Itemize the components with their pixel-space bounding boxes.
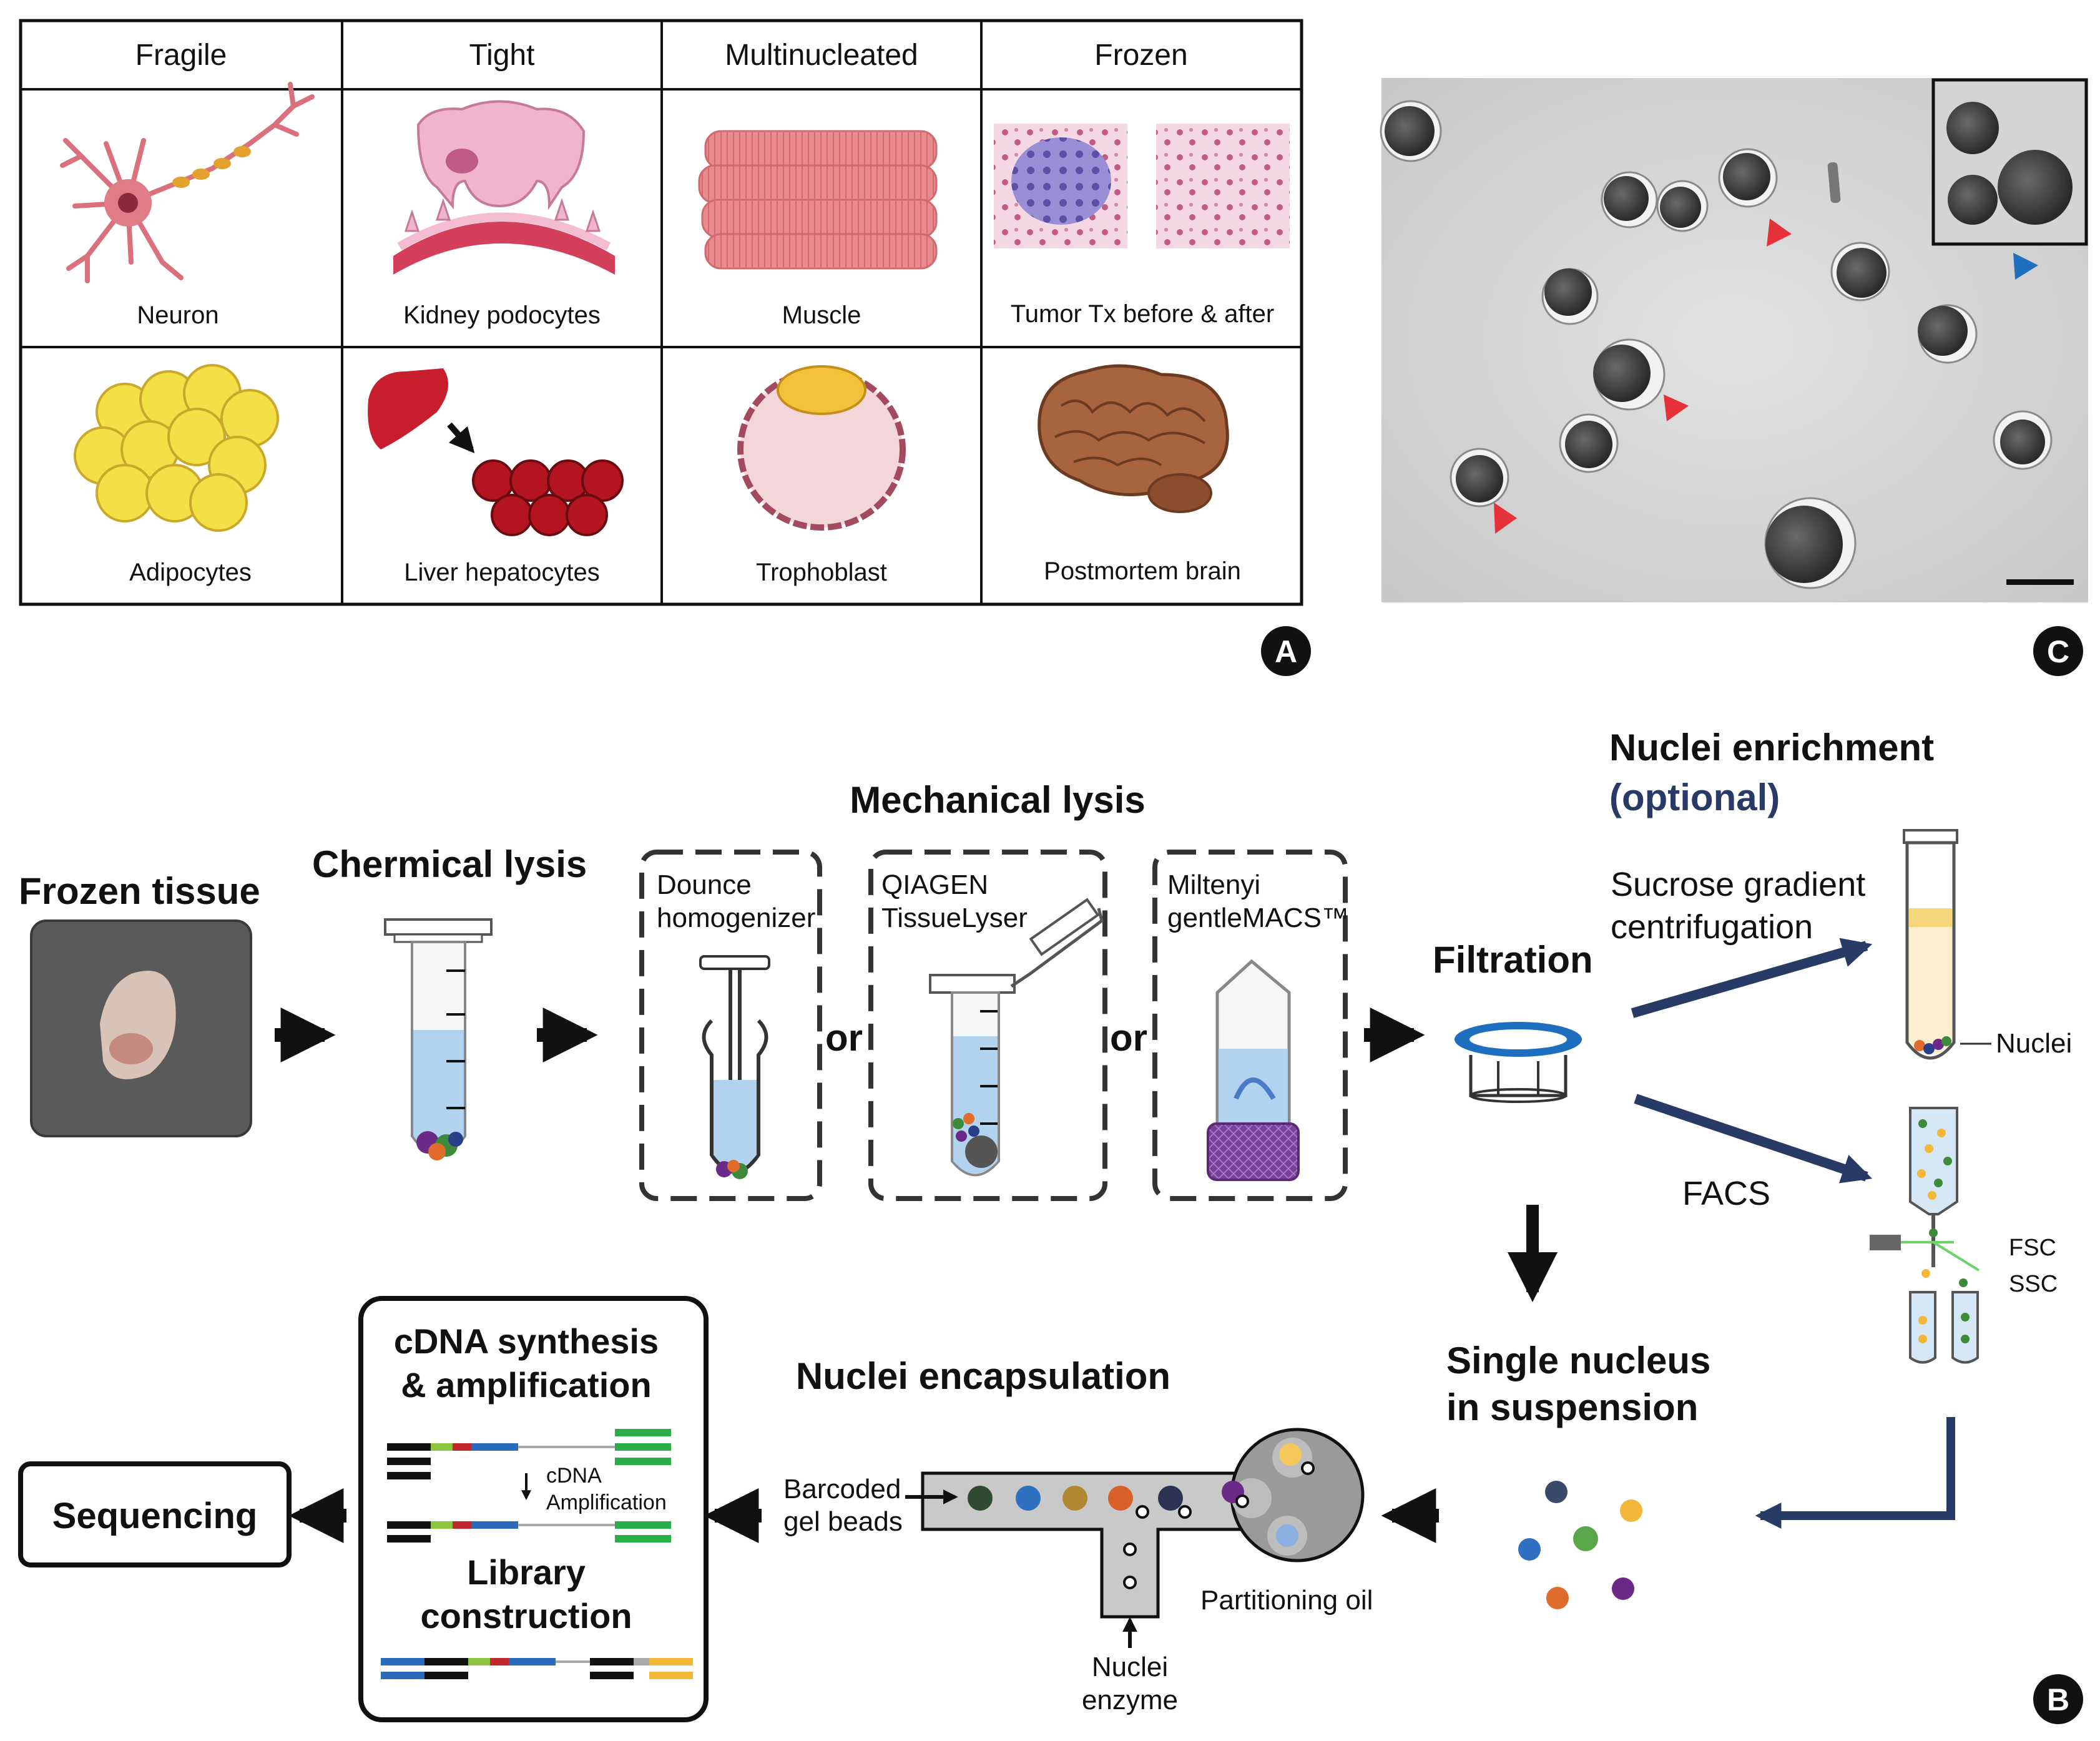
blue-arrowhead-marker [2013, 253, 2038, 280]
library-label: Library [467, 1552, 586, 1592]
frozen-tissue-photo [30, 920, 252, 1137]
amplification-label: & amplification [401, 1365, 651, 1405]
red-arrowhead-marker [1664, 395, 1689, 421]
enzyme-label: enzyme [1082, 1685, 1178, 1715]
step-nuclei-enrichment: Nuclei enrichment [1609, 727, 1934, 768]
sequencing-box: Sequencing [18, 1461, 292, 1567]
step-enrichment-optional: (optional) [1609, 777, 1780, 818]
liver-hepatocytes-illustration [368, 368, 624, 536]
microfluidic-chip [921, 1428, 1365, 1619]
facs-label: FACS [1682, 1175, 1770, 1212]
facs-illustration [1870, 1107, 1980, 1364]
navy-elbow-arrow [1755, 1417, 1955, 1529]
miltenyi-label-1: Miltenyi [1167, 870, 1260, 900]
single-nuclei-dots [1518, 1481, 1642, 1609]
barcoded-label-2: gel beads [783, 1506, 903, 1537]
ssc-label: SSC [2009, 1271, 2058, 1297]
header-multinucleated: Multinucleated [725, 39, 918, 72]
dounce-homogenizer-box: Dounce homogenizer [639, 850, 822, 1201]
or-label: or [1110, 1017, 1147, 1059]
library-construction-box: cDNA synthesis & amplification cDNA Ampl… [358, 1296, 709, 1722]
sucrose-label-1: Sucrose gradient [1611, 866, 1865, 903]
construction-label: construction [420, 1596, 632, 1636]
chemical-lysis-tube [384, 918, 493, 1160]
red-arrowhead-marker [1767, 218, 1792, 247]
sucrose-label-2: centrifugation [1611, 908, 1813, 946]
header-fragile: Fragile [135, 39, 227, 72]
adipocytes-illustration [74, 364, 279, 532]
red-arrowhead-marker [1494, 503, 1517, 534]
partitioning-oil-label: Partitioning oil [1200, 1585, 1373, 1616]
muscle-illustration [698, 130, 938, 270]
miltenyi-gentlemacs-box: Miltenyi gentleMACS™ [1152, 850, 1349, 1201]
tumor-tissue-illustration [994, 124, 1290, 248]
neuron-illustration [60, 82, 315, 283]
step-filtration: Filtration [1433, 939, 1593, 981]
sucrose-gradient-tube [1903, 829, 1991, 1060]
nuclei-label: Nuclei [1996, 1028, 2072, 1059]
label-adipocytes: Adipocytes [129, 559, 252, 586]
filter-illustration [1455, 1022, 1582, 1103]
panel-a-badge: A [1261, 626, 1311, 676]
label-postmortem-brain: Postmortem brain [1044, 557, 1241, 585]
brain-illustration [1038, 364, 1229, 513]
cdna-label: cDNA [546, 1464, 602, 1488]
cdna-synthesis-label: cDNA synthesis [394, 1322, 659, 1361]
label-neuron: Neuron [137, 302, 218, 329]
svg-text:A: A [1275, 634, 1297, 669]
sequencing-label: Sequencing [52, 1496, 258, 1536]
scale-bar [2006, 579, 2074, 585]
label-kidney-podocytes: Kidney podocytes [403, 302, 601, 329]
panel-a-table: Fragile Tight Multinucleated Frozen Neur… [19, 19, 1303, 606]
label-liver-hepatocytes: Liver hepatocytes [404, 559, 600, 586]
step-chemical-lysis: Chermical lysis [312, 843, 587, 885]
miltenyi-label-2: gentleMACS™ [1167, 903, 1349, 933]
panel-b-badge: B [2033, 1674, 2083, 1724]
step-mechanical-lysis: Mechanical lysis [850, 779, 1146, 821]
qiagen-tissuelyser-box: QIAGEN TissueLyser [868, 850, 1107, 1201]
step-single-nucleus: Single nucleus [1446, 1340, 1710, 1381]
dounce-label-2: homogenizer [657, 903, 815, 933]
header-frozen: Frozen [1094, 39, 1187, 72]
navy-arrow [1634, 1094, 1873, 1184]
amplification-small-label: Amplification [546, 1491, 667, 1514]
trophoblast-illustration [737, 365, 906, 531]
nuclei-cells [1380, 100, 2053, 589]
kidney-podocyte-illustration [393, 100, 615, 275]
dounce-label-1: Dounce [657, 870, 752, 900]
barcoded-label-1: Barcoded [783, 1474, 901, 1504]
header-tight: Tight [469, 39, 535, 72]
step-frozen-tissue: Frozen tissue [19, 870, 260, 912]
qiagen-label-2: TissueLyser [881, 903, 1028, 933]
svg-text:B: B [2047, 1682, 2069, 1717]
label-tumor-tx: Tumor Tx before & after [1011, 300, 1274, 328]
step-nuclei-encapsulation: Nuclei encapsulation [796, 1355, 1170, 1397]
step-in-suspension: in suspension [1446, 1386, 1698, 1428]
qiagen-label-1: QIAGEN [881, 870, 988, 900]
svg-text:C: C [2047, 634, 2069, 669]
panel-c-badge: C [2033, 626, 2083, 676]
navy-arrow [1631, 938, 1873, 1018]
label-muscle: Muscle [782, 302, 861, 329]
or-label: or [825, 1017, 863, 1059]
label-trophoblast: Trophoblast [756, 559, 887, 586]
nuclei-label-2: Nuclei [1092, 1652, 1168, 1682]
fsc-label: FSC [2009, 1235, 2056, 1261]
panel-c-micrograph [1380, 78, 2088, 602]
